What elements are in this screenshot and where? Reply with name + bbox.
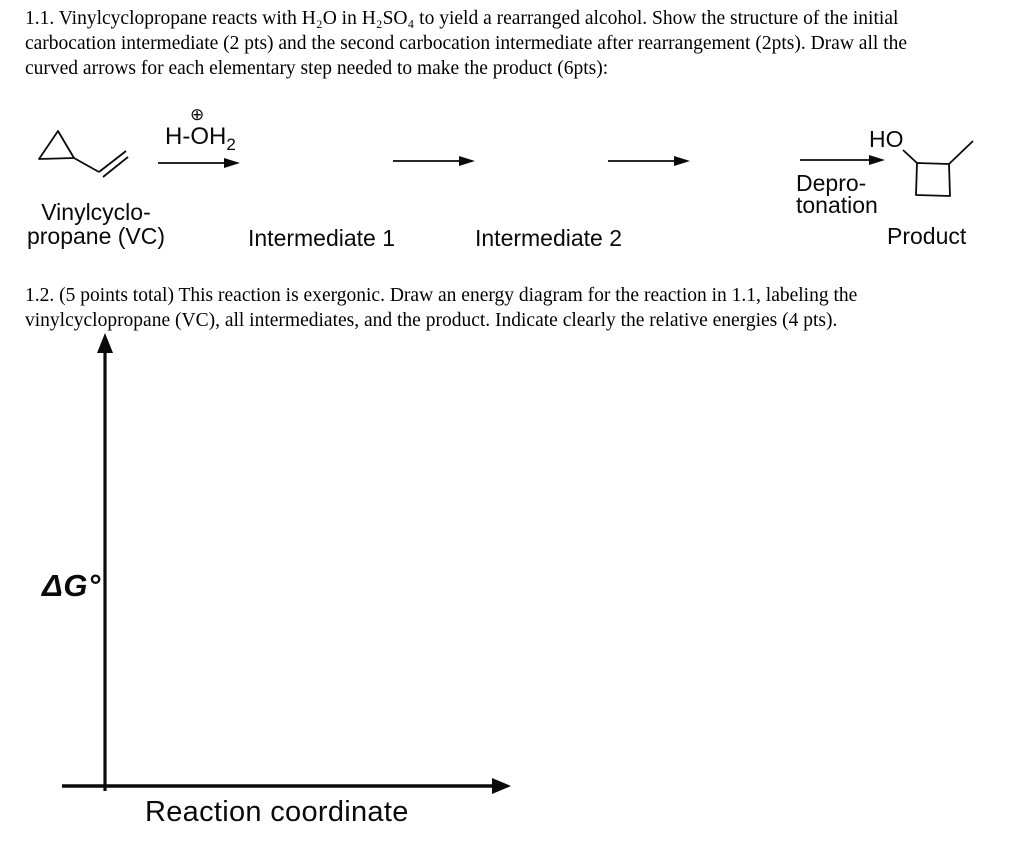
- intermediate-1-label: Intermediate 1: [248, 225, 396, 251]
- reagent-formula: H-OH: [165, 123, 227, 150]
- energy-diagram-axes: [62, 333, 511, 794]
- question-1-1-line: carbocation intermediate (2 pts) and the…: [25, 33, 907, 54]
- reactant-label-line1: Vinylcyclo-: [41, 199, 151, 225]
- plus-charge-icon: ⊕: [190, 105, 205, 124]
- product-hydroxyl-label: HO: [869, 126, 904, 152]
- vinylcyclopropane-structure: [38, 130, 129, 178]
- deprotonation-label: Depro- tonation: [796, 170, 878, 218]
- deprotonation-arrow: [800, 155, 885, 165]
- reaction-arrow-1: [158, 158, 240, 168]
- reactant-label: Vinylcyclo- propane (VC): [18, 200, 174, 248]
- product-label: Product: [887, 223, 967, 249]
- reactant-label-line2: propane (VC): [26, 223, 166, 249]
- reaction-arrow-2: [393, 156, 475, 166]
- reagent-formula-subscript: 2: [226, 135, 236, 154]
- x-axis-label: Reaction coordinate: [145, 796, 409, 828]
- product-structure: [902, 140, 974, 197]
- intermediate-2-label: Intermediate 2: [475, 225, 623, 251]
- question-1-2-line: 1.2. (5 points total) This reaction is e…: [25, 285, 858, 306]
- deprotonation-label-line1: Depro-: [796, 170, 867, 196]
- question-1-1-line: 1.1. Vinylcyclopropane reacts with H₂O i…: [25, 8, 899, 29]
- question-1-1-line: curved arrows for each elementary step n…: [25, 58, 609, 79]
- reaction-arrow-3: [608, 156, 690, 166]
- question-1-2-text: 1.2. (5 points total) This reaction is e…: [25, 283, 857, 333]
- reagent-label: H-OH2: [165, 123, 236, 154]
- question-1-2-line: vinylcyclopropane (VC), all intermediate…: [25, 310, 838, 331]
- deprotonation-label-line2: tonation: [796, 192, 878, 218]
- y-axis-label: ΔG°: [42, 568, 101, 603]
- question-1-1-text: 1.1. Vinylcyclopropane reacts with H₂O i…: [25, 6, 907, 81]
